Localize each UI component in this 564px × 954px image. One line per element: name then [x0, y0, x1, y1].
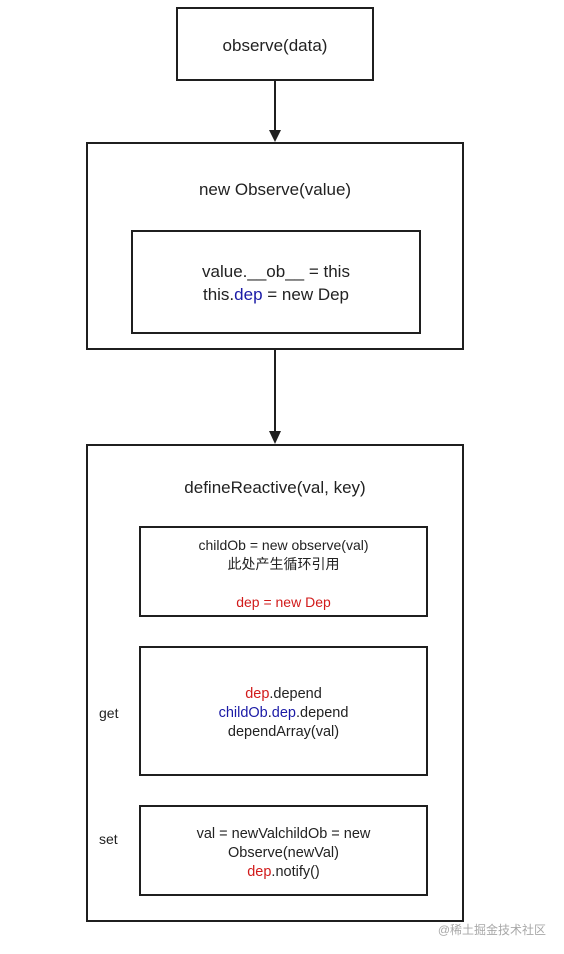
define-reactive-node: defineReactive(val, key) childOb = new o… — [86, 444, 464, 922]
observe-class-node: new Observe(value) value.__ob__ = this t… — [86, 142, 464, 350]
get-label: get — [99, 705, 119, 721]
watermark-text: @稀土掘金技术社区 — [437, 923, 546, 937]
dep-assign-suffix: = new Dep — [262, 285, 350, 304]
set-label: set — [99, 831, 118, 847]
depend-array-line: dependArray(val) — [227, 724, 340, 740]
dep-assign-prefix: this. — [202, 285, 235, 304]
notify-call: .notify() — [271, 864, 320, 880]
ob-assign-line: value.__ob__ = this — [202, 262, 350, 281]
dep-keyword: dep — [245, 686, 270, 702]
childob-dep-depend-line: childOb.dep.depend — [141, 704, 426, 723]
depend-call: .depend — [295, 705, 349, 721]
depend-call: .depend — [269, 686, 322, 702]
setter-node: val = newValchildOb = new Observe(newVal… — [139, 805, 428, 896]
dep-depend-line: dep.depend — [141, 685, 426, 704]
set-assign-line: val = newValchildOb = new — [196, 826, 371, 842]
dot-separator: . — [267, 705, 272, 721]
new-observe-line: Observe(newVal) — [228, 845, 339, 861]
dep-new-line: dep = new Dep — [236, 594, 331, 610]
circular-reference-note: 此处产生循环引用 — [227, 556, 340, 572]
childob-assign-line: childOb = new observe(val) — [198, 537, 369, 553]
flow-arrow-observe-to-class — [269, 80, 281, 142]
dep-notify-line: dep.notify() — [141, 863, 426, 882]
childob-node: childOb = new observe(val) 此处产生循环引用 dep … — [139, 526, 428, 617]
observe-data-node: observe(data) — [176, 7, 374, 81]
observe-class-inner-node: value.__ob__ = this this.dep = new Dep — [131, 230, 421, 334]
dep-keyword: dep — [234, 285, 263, 304]
childob-keyword: childOb — [218, 705, 268, 721]
dep-keyword: dep — [271, 705, 296, 721]
observe-class-title: new Observe(value) — [198, 180, 352, 199]
define-reactive-title: defineReactive(val, key) — [184, 478, 366, 497]
dep-assign-line: this.dep = new Dep — [133, 283, 419, 306]
observe-data-label: observe(data) — [222, 36, 328, 55]
blank-line — [141, 574, 426, 593]
dep-keyword: dep — [247, 864, 272, 880]
getter-node: dep.depend childOb.dep.depend dependArra… — [139, 646, 428, 776]
flow-arrow-class-to-define — [269, 349, 281, 444]
